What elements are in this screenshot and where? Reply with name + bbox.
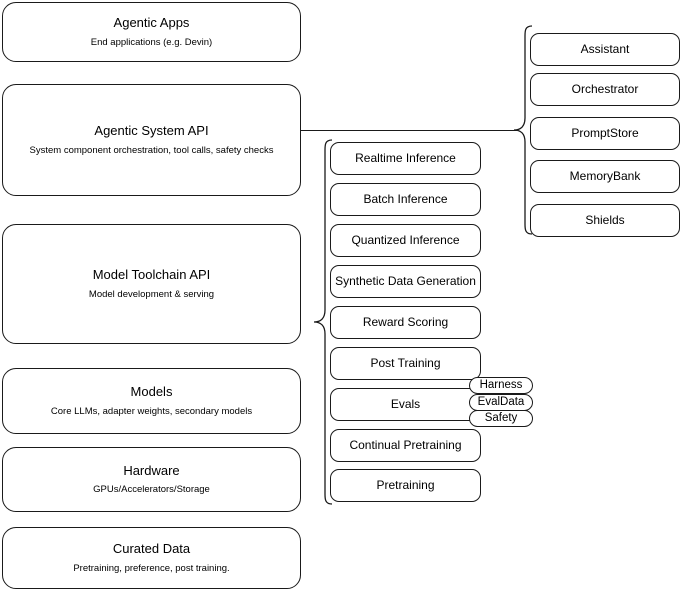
layer-title: Hardware bbox=[123, 462, 180, 478]
capability-realtime-inference[interactable]: Realtime Inference bbox=[330, 142, 481, 175]
capability-batch-inference[interactable]: Batch Inference bbox=[330, 183, 481, 216]
layer-subtitle: GPUs/Accelerators/Storage bbox=[93, 484, 210, 496]
layer-title: Model Toolchain API bbox=[92, 267, 211, 283]
layer-box-curated-data[interactable]: Curated Data Pretraining, preference, po… bbox=[2, 527, 301, 589]
eval-badge-harness[interactable]: Harness bbox=[469, 377, 533, 394]
capability-label: Evals bbox=[390, 397, 421, 411]
layer-box-models[interactable]: Models Core LLMs, adapter weights, secon… bbox=[2, 368, 301, 434]
system-component-assistant[interactable]: Assistant bbox=[530, 33, 680, 66]
system-component-label: PromptStore bbox=[571, 126, 639, 140]
layer-title: Models bbox=[130, 384, 173, 400]
capability-post-training[interactable]: Post Training bbox=[330, 347, 481, 380]
system-component-label: MemoryBank bbox=[569, 169, 641, 183]
eval-badge-label: EvalData bbox=[477, 395, 525, 408]
connector-system-api-to-components bbox=[301, 130, 517, 131]
eval-badge-label: Safety bbox=[484, 411, 518, 424]
capability-label: Quantized Inference bbox=[351, 233, 460, 247]
layer-subtitle: System component orchestration, tool cal… bbox=[29, 144, 274, 156]
capability-pretraining[interactable]: Pretraining bbox=[330, 469, 481, 502]
layer-title: Curated Data bbox=[112, 541, 191, 557]
brace-system-components bbox=[513, 25, 533, 235]
layer-box-agentic-system-api[interactable]: Agentic System API System component orch… bbox=[2, 84, 301, 196]
eval-badge-safety[interactable]: Safety bbox=[469, 410, 533, 427]
system-component-promptstore[interactable]: PromptStore bbox=[530, 117, 680, 150]
system-component-label: Assistant bbox=[580, 42, 630, 56]
brace-toolchain bbox=[313, 139, 333, 505]
system-component-label: Shields bbox=[585, 213, 625, 227]
capability-label: Synthetic Data Generation bbox=[335, 274, 476, 288]
layer-subtitle: Pretraining, preference, post training. bbox=[73, 562, 230, 574]
eval-badge-evaldata[interactable]: EvalData bbox=[469, 394, 533, 411]
layer-box-model-toolchain-api[interactable]: Model Toolchain API Model development & … bbox=[2, 224, 301, 344]
eval-badge-label: Harness bbox=[479, 378, 523, 391]
layer-title: Agentic System API bbox=[94, 123, 209, 139]
layer-subtitle: End applications (e.g. Devin) bbox=[90, 36, 213, 48]
capability-continual-pretraining[interactable]: Continual Pretraining bbox=[330, 429, 481, 462]
layer-subtitle: Model development & serving bbox=[88, 288, 215, 300]
capability-synthetic-data-generation[interactable]: Synthetic Data Generation bbox=[330, 265, 481, 298]
capability-label: Post Training bbox=[370, 356, 441, 370]
layer-box-agentic-apps[interactable]: Agentic Apps End applications (e.g. Devi… bbox=[2, 2, 301, 62]
capability-label: Pretraining bbox=[376, 478, 435, 492]
capability-label: Continual Pretraining bbox=[349, 438, 462, 452]
capability-label: Batch Inference bbox=[363, 192, 448, 206]
system-component-shields[interactable]: Shields bbox=[530, 204, 680, 237]
capability-evals[interactable]: Evals bbox=[330, 388, 481, 421]
capability-reward-scoring[interactable]: Reward Scoring bbox=[330, 306, 481, 339]
capability-label: Realtime Inference bbox=[355, 151, 456, 165]
layer-title: Agentic Apps bbox=[113, 15, 190, 31]
system-component-memorybank[interactable]: MemoryBank bbox=[530, 160, 680, 193]
system-component-orchestrator[interactable]: Orchestrator bbox=[530, 73, 680, 106]
layer-subtitle: Core LLMs, adapter weights, secondary mo… bbox=[50, 405, 253, 417]
capability-quantized-inference[interactable]: Quantized Inference bbox=[330, 224, 481, 257]
capability-label: Reward Scoring bbox=[362, 315, 449, 329]
layer-box-hardware[interactable]: Hardware GPUs/Accelerators/Storage bbox=[2, 447, 301, 512]
system-component-label: Orchestrator bbox=[571, 82, 639, 96]
